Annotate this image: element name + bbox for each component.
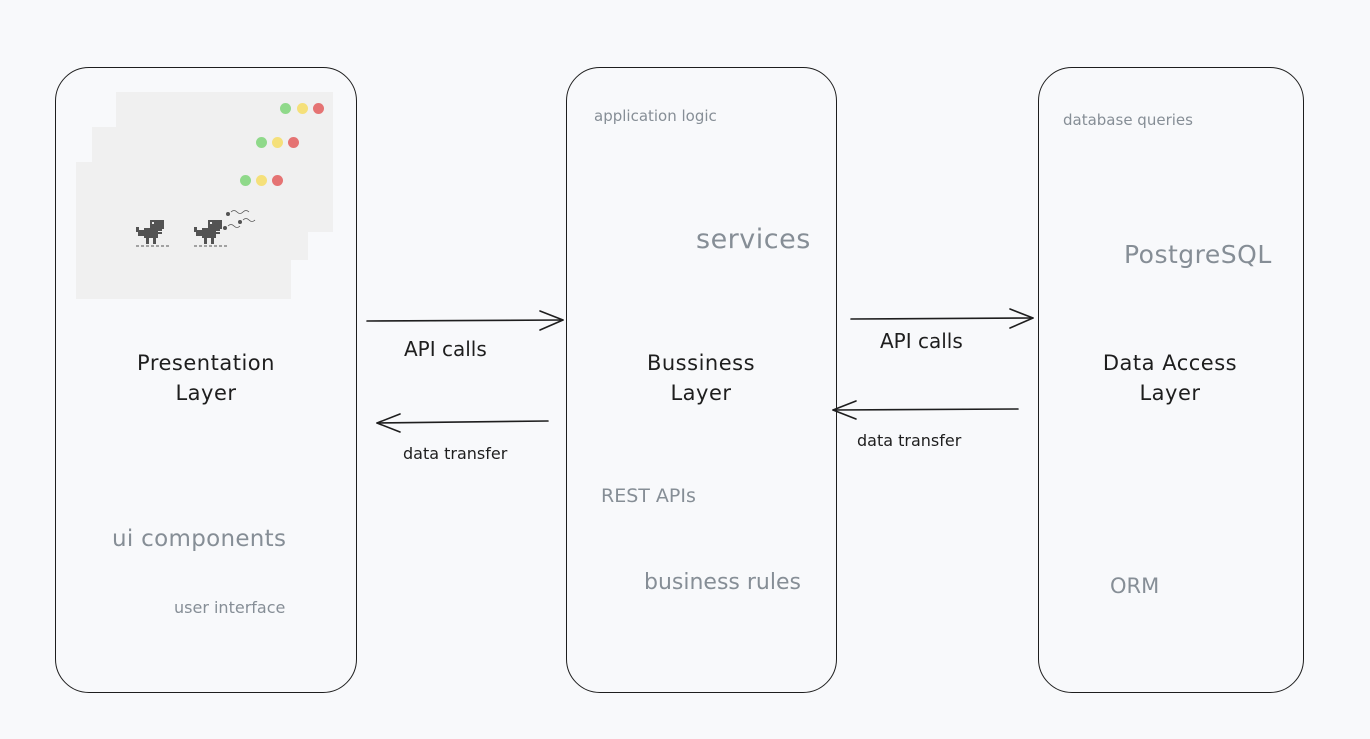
window-1-red-dot — [313, 103, 324, 114]
app-window-mockup — [76, 92, 333, 299]
arrow-presentation-to-business — [366, 319, 564, 322]
note-database-queries: database queries — [1063, 111, 1193, 129]
arrow-business-to-presentation — [376, 420, 549, 424]
window-1-green-dot — [280, 103, 291, 114]
window-1-yellow-dot — [297, 103, 308, 114]
note-postgresql: PostgreSQL — [1124, 240, 1272, 269]
arrow-data-access-to-business — [832, 408, 1019, 411]
note-application-logic: application logic — [594, 107, 717, 125]
data-access-layer-box[interactable] — [1038, 67, 1304, 693]
presentation-title-line-1: Presentation — [137, 351, 275, 375]
scribble-icon — [223, 210, 256, 230]
label-data-transfer-1: data transfer — [403, 444, 508, 463]
presentation-layer-title: Presentation Layer — [125, 348, 287, 408]
data-access-title-line-1: Data Access — [1102, 351, 1238, 375]
business-layer-box[interactable] — [566, 67, 837, 693]
window-2-red-dot — [288, 137, 299, 148]
window-2-yellow-dot — [272, 137, 283, 148]
window-stack-graphic — [76, 92, 333, 299]
note-ui-components: ui components — [112, 526, 287, 552]
arrow-business-to-data-access — [850, 317, 1034, 320]
label-api-calls-2: API calls — [880, 329, 963, 353]
note-services: services — [696, 224, 811, 255]
arrowhead-presentation-to-business — [539, 310, 564, 331]
data-access-layer-title: Data Access Layer — [1089, 348, 1251, 408]
window-3-red-dot — [272, 175, 283, 186]
note-business-rules: business rules — [644, 570, 801, 595]
note-orm: ORM — [1110, 574, 1160, 598]
business-layer-title: Bussiness Layer — [620, 348, 782, 408]
dinosaur-icon — [194, 220, 228, 247]
note-rest-apis: REST APIs — [601, 485, 696, 507]
business-title-line-1: Bussiness — [646, 351, 756, 375]
window-3-yellow-dot — [256, 175, 267, 186]
window-2-green-dot — [256, 137, 267, 148]
window-3-green-dot — [240, 175, 251, 186]
label-data-transfer-2: data transfer — [857, 431, 962, 450]
label-api-calls-1: API calls — [404, 337, 487, 361]
note-user-interface: user interface — [174, 598, 286, 617]
arrowhead-business-to-data-access — [1009, 308, 1034, 329]
arrowhead-business-to-presentation — [376, 413, 401, 433]
business-title-line-2: Layer — [670, 381, 732, 405]
presentation-layer-box[interactable] — [55, 67, 357, 693]
presentation-title-line-2: Layer — [175, 381, 237, 405]
dinosaur-icon — [136, 220, 170, 247]
data-access-title-line-2: Layer — [1139, 381, 1201, 405]
arrowhead-data-access-to-business — [832, 400, 857, 420]
